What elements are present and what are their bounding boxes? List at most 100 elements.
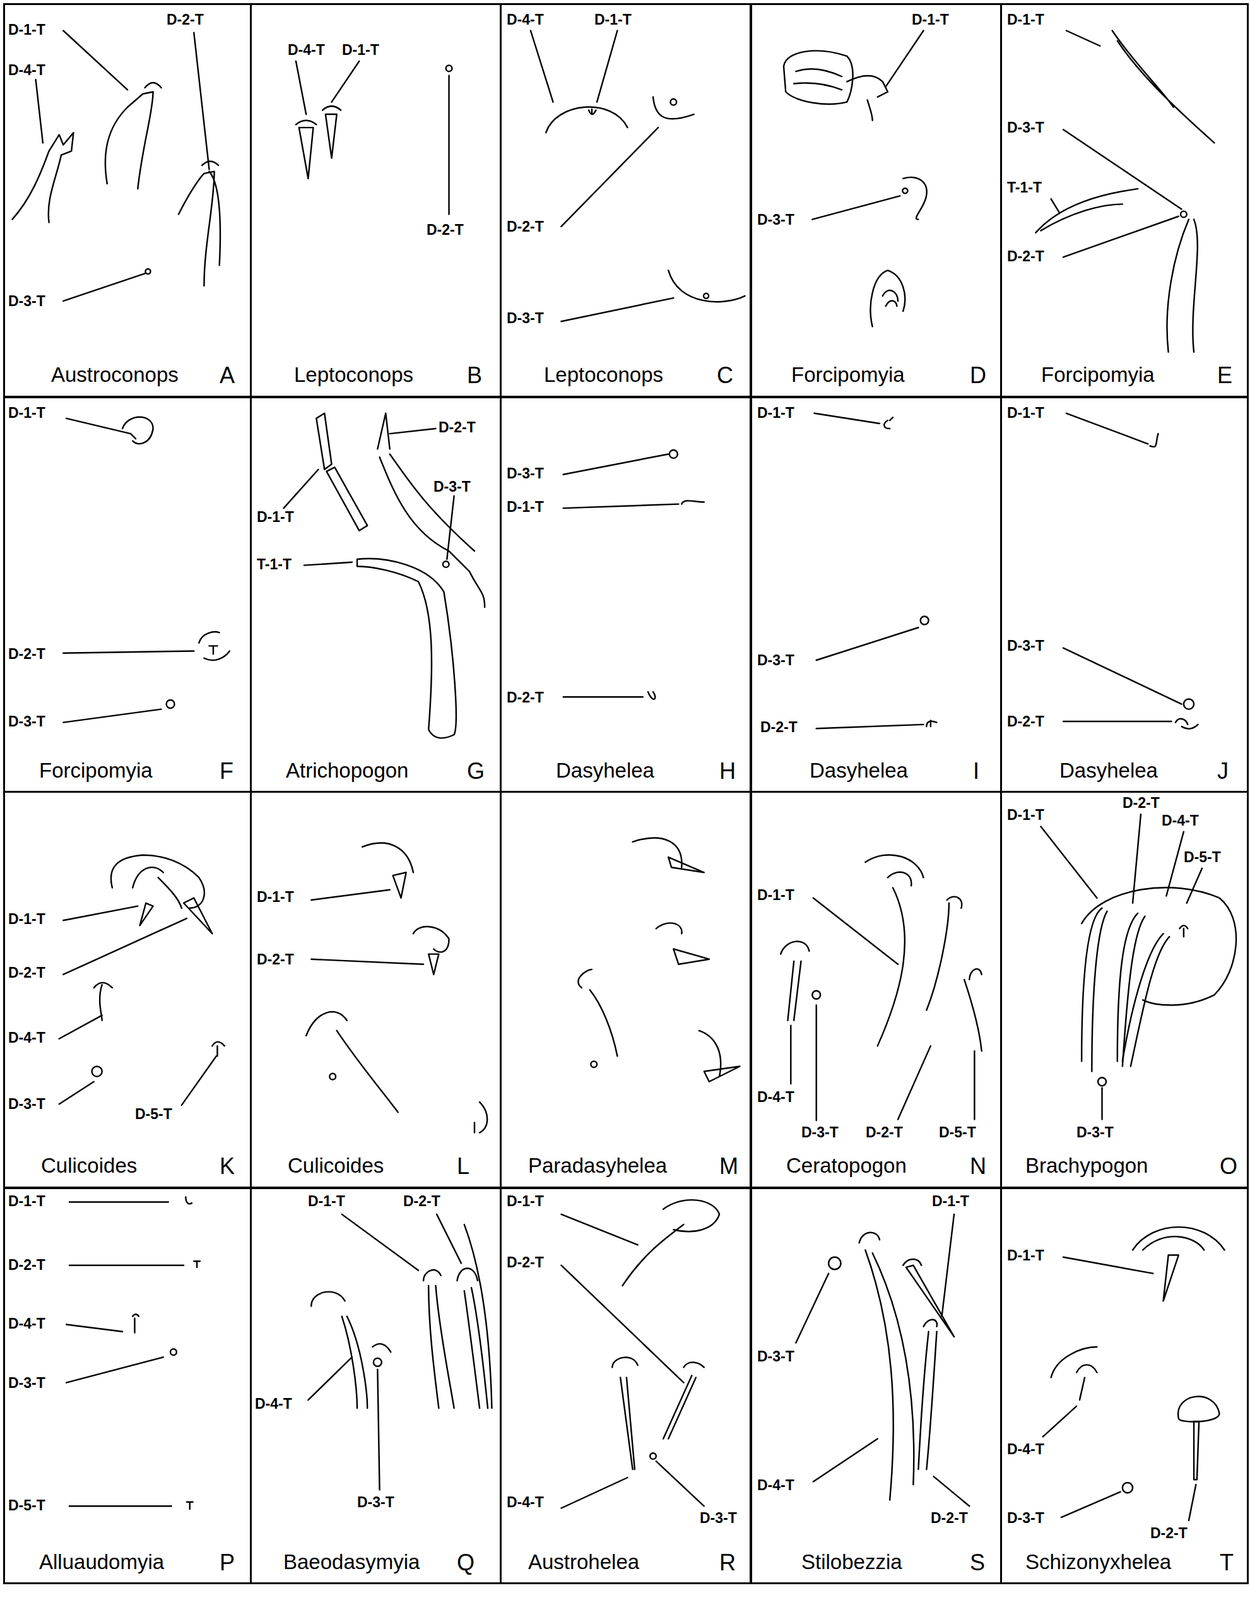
sensillum-label: D-1-T — [8, 911, 46, 927]
sensillum-label: D-4-T — [8, 1316, 46, 1331]
genus-name: Dasyhelea — [1059, 759, 1158, 781]
sensillum-label: T-1-T — [256, 557, 292, 572]
figure-panel: D-1-TD-4-TD-3-TD-2-TD-5-TCeratopogonN — [750, 790, 1003, 1189]
figure-panel: D-1-T D-3-T Forcipomyia D — [750, 3, 1003, 399]
sensillum-label: D-1-T — [1007, 1248, 1045, 1263]
sensillum-label: D-2-T — [438, 420, 476, 435]
sensillum-label: D-3-T — [8, 294, 46, 309]
genus-name: Alluaudomyia — [39, 1550, 165, 1572]
sensillum-label: D-1-T — [757, 887, 795, 903]
figure-panel: D-1-TD-2-TD-4-TD-3-TBaeodasymyiaQ — [249, 1186, 502, 1584]
genus-name: Austroconops — [51, 364, 179, 385]
sensillum-label: D-1-T — [506, 499, 544, 515]
genus-name: Baeodasymyia — [283, 1550, 420, 1572]
genus-name: Ceratopogon — [786, 1154, 907, 1176]
sensillum-label: D-4-T — [1007, 1441, 1045, 1457]
sensillum-label: D-4-T — [287, 42, 325, 58]
genus-name: Leptoconops — [294, 364, 414, 385]
sensillum-label: D-4-T — [757, 1477, 795, 1493]
sensillum-label: D-1-T — [757, 405, 795, 421]
sensillum-label: D-2-T — [506, 690, 544, 705]
sensillum-label: D-1-T — [1007, 807, 1045, 823]
sensillum-label: D-1-T — [8, 405, 46, 421]
sensillum-label: D-3-T — [506, 466, 544, 481]
sensillum-label: D-2-T — [760, 719, 798, 735]
genus-name: Brachypogon — [1025, 1154, 1148, 1176]
sensillum-label: D-1-T — [594, 12, 632, 28]
sensillum-label: D-1-T — [931, 1193, 970, 1209]
panel-letter: G — [466, 759, 485, 783]
sensillum-label: D-3-T — [357, 1494, 395, 1510]
sensillum-label: D-5-T — [8, 1497, 46, 1513]
genus-name: Leptoconops — [543, 364, 664, 385]
sensillum-label: D-3-T — [1007, 1510, 1045, 1526]
genus-name: Forcipomyia — [39, 759, 153, 781]
sensillum-label: D-1-T — [8, 22, 46, 38]
sensillum-label: D-3-T — [1007, 120, 1045, 136]
panel-letter: M — [719, 1154, 739, 1178]
figure-panel: D-1-TD-2-TD-4-TD-3-TAustroheleaR — [499, 1186, 752, 1584]
panel-letter: D — [969, 364, 987, 387]
panel-letter: B — [466, 364, 483, 387]
figure-panel: D-1-TD-2-TD-4-TD-5-TD-3-TBrachypogonO — [1000, 790, 1249, 1189]
figure-panel: D-1-TD-4-TD-2-TD-3-TAustroconopsA — [3, 3, 252, 399]
sensillum-label: D-2-T — [865, 1125, 903, 1140]
sensillum-label: D-1-T — [256, 509, 295, 525]
panel-letter: H — [719, 759, 736, 783]
figure-panel: Paradasyhelea M — [499, 790, 752, 1189]
sensillum-label: D-2-T — [506, 219, 544, 235]
sensillum-label: D-2-T — [8, 965, 46, 980]
genus-name: Dasyhelea — [555, 759, 655, 781]
figure-panel: D-1-TD-2-TD-4-TD-3-TD-5-TCulicoidesK — [3, 790, 252, 1189]
figure-panel: D-4-T D-1-T D-2-T Leptoconops B — [249, 3, 502, 399]
panel-letter: O — [1219, 1154, 1238, 1178]
sensillum-label: D-3-T — [757, 653, 795, 668]
sensillum-label: T-1-T — [1007, 180, 1042, 195]
sensillum-label: D-4-T — [506, 12, 544, 28]
genus-name: Atrichopogon — [285, 759, 409, 781]
sensillum-label: D-2-T — [403, 1193, 441, 1209]
figure-panel: D-1-TD-2-TCulicoidesL — [249, 790, 502, 1189]
figure-panel: D-1-TD-3-TT-1-TD-2-TForcipomyiaE — [1000, 3, 1249, 399]
sensillum-label: D-5-T — [938, 1125, 977, 1140]
genus-name: Culicoides — [287, 1154, 384, 1176]
genus-name: Paradasyhelea — [528, 1154, 667, 1176]
sensillum-label: D-1-T — [341, 42, 380, 58]
panel-letter: L — [456, 1154, 470, 1178]
sensillum-label: D-4-T — [1161, 813, 1199, 828]
sensillum-label: D-1-T — [1007, 405, 1045, 421]
panel-letter: R — [719, 1550, 736, 1574]
genus-name: Schizonyxhelea — [1025, 1550, 1172, 1572]
sensillum-label: D-5-T — [1183, 849, 1221, 865]
panel-letter: F — [219, 759, 234, 783]
sensillum-label: D-2-T — [426, 222, 464, 238]
sensillum-label: D-1-T — [307, 1193, 346, 1209]
figure-panel: D-2-TD-1-TD-3-TT-1-TAtrichopogonG — [249, 395, 502, 793]
sensillum-label: D-3-T — [506, 311, 544, 326]
genus-name: Austrohelea — [528, 1550, 640, 1572]
panel-letter: I — [972, 759, 980, 783]
sensillum-label: D-4-T — [757, 1089, 795, 1105]
panel-letter: C — [716, 364, 734, 387]
sensillum-label: D-3-T — [757, 212, 795, 228]
sensillum-label: D-1-T — [911, 12, 950, 28]
panel-letter: T — [1219, 1550, 1234, 1574]
sensillum-label: D-4-T — [8, 63, 46, 78]
sensillum-label: D-1-T — [506, 1193, 544, 1209]
genus-name: Forcipomyia — [791, 364, 905, 385]
sensillum-label: D-2-T — [930, 1510, 968, 1526]
sensillum-label: D-2-T — [166, 12, 204, 28]
sensillum-label: D-2-T — [506, 1255, 544, 1270]
sensillum-label: D-4-T — [254, 1396, 293, 1411]
sensillum-label: D-1-T — [1007, 12, 1045, 28]
sensillum-label: D-3-T — [8, 714, 46, 729]
panel-letter: J — [1217, 759, 1229, 783]
sensillum-label: D-3-T — [801, 1125, 839, 1140]
genus-name: Dasyhelea — [809, 759, 909, 781]
panel-letter: S — [969, 1550, 985, 1574]
figure-panel: D-1-TD-3-TD-2-TDasyheleaJ — [1000, 395, 1249, 793]
sensillum-label: D-4-T — [8, 1030, 46, 1045]
sensillum-label: D-1-T — [8, 1193, 46, 1209]
sensillum-label: D-2-T — [1122, 795, 1160, 811]
panel-letter: K — [219, 1154, 235, 1178]
